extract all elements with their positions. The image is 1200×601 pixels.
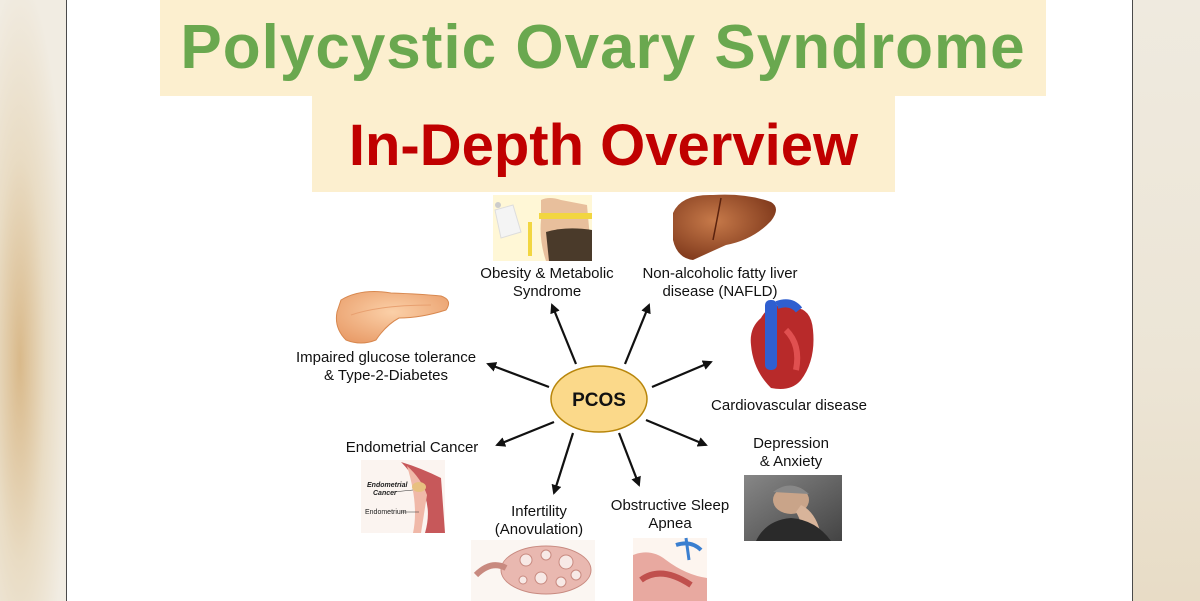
svg-text:Depression: Depression [753, 435, 829, 452]
pancreas-illustration [335, 291, 450, 344]
label-obesity: Obesity & Metabolic Syndrome [480, 265, 614, 300]
label-nafld: Non-alcoholic fatty liver disease (NAFLD… [642, 265, 797, 300]
arrow-obesity [550, 303, 578, 365]
pcos-label: PCOS [572, 390, 626, 411]
label-cardio: Cardiovascular disease [711, 397, 867, 414]
arrow-nafld [623, 303, 651, 365]
svg-text:Infertility: Infertility [511, 503, 567, 520]
arrow-infertility [551, 432, 575, 495]
pcos-center: PCOS [550, 365, 648, 433]
endometrium-text: Endometrium [365, 509, 407, 516]
svg-text:disease (NAFLD): disease (NAFLD) [662, 283, 777, 300]
svg-text:Non-alcoholic fatty liver: Non-alcoholic fatty liver [642, 265, 797, 282]
svg-text:Endometrial Cancer: Endometrial Cancer [346, 439, 479, 456]
svg-text:& Type-2-Diabetes: & Type-2-Diabetes [324, 367, 448, 384]
label-glucose: Impaired glucose tolerance & Type-2-Diab… [296, 349, 476, 384]
arrow-glucose [486, 362, 550, 389]
depression-illustration [744, 475, 842, 541]
obesity-illustration [493, 195, 592, 261]
svg-text:Syndrome: Syndrome [513, 283, 581, 300]
slide: Polycystic Ovary Syndrome In-Depth Overv… [66, 0, 1133, 601]
heart-illustration [750, 299, 814, 389]
svg-text:Apnea: Apnea [648, 515, 692, 532]
svg-text:(Anovulation): (Anovulation) [495, 521, 583, 538]
arrow-cardio [651, 360, 713, 389]
label-sleep: Obstructive Sleep Apnea [611, 497, 729, 532]
title-line-1: Polycystic Ovary Syndrome [160, 0, 1046, 96]
arrow-sleep [617, 432, 641, 487]
ovary-illustration [471, 540, 595, 601]
endometrial-illustration: Endometrial Cancer Endometrium [361, 460, 445, 533]
endometrial-cancer-text-2: Cancer [373, 490, 398, 497]
svg-text:& Anxiety: & Anxiety [760, 453, 823, 470]
svg-text:Obstructive Sleep: Obstructive Sleep [611, 497, 729, 514]
endometrial-cancer-text-1: Endometrial [367, 482, 409, 489]
svg-text:Obesity & Metabolic: Obesity & Metabolic [480, 265, 614, 282]
background-left-blur [0, 0, 66, 601]
liver-illustration [673, 194, 776, 260]
background-right-blur [1133, 0, 1200, 601]
svg-text:Cardiovascular disease: Cardiovascular disease [711, 397, 867, 414]
title-line-2: In-Depth Overview [312, 96, 895, 192]
sleep-apnea-illustration [633, 537, 707, 601]
svg-text:Impaired glucose tolerance: Impaired glucose tolerance [296, 349, 476, 366]
arrow-depression [645, 418, 708, 447]
label-endometrial: Endometrial Cancer [346, 439, 479, 456]
label-depression: Depression & Anxiety [753, 435, 829, 470]
label-infertility: Infertility (Anovulation) [495, 503, 583, 538]
arrow-endometrial [495, 420, 555, 447]
pcos-diagram: PCOS Obesity & Metabolic Syndrome Non-al… [296, 194, 867, 601]
arrows [486, 303, 713, 495]
